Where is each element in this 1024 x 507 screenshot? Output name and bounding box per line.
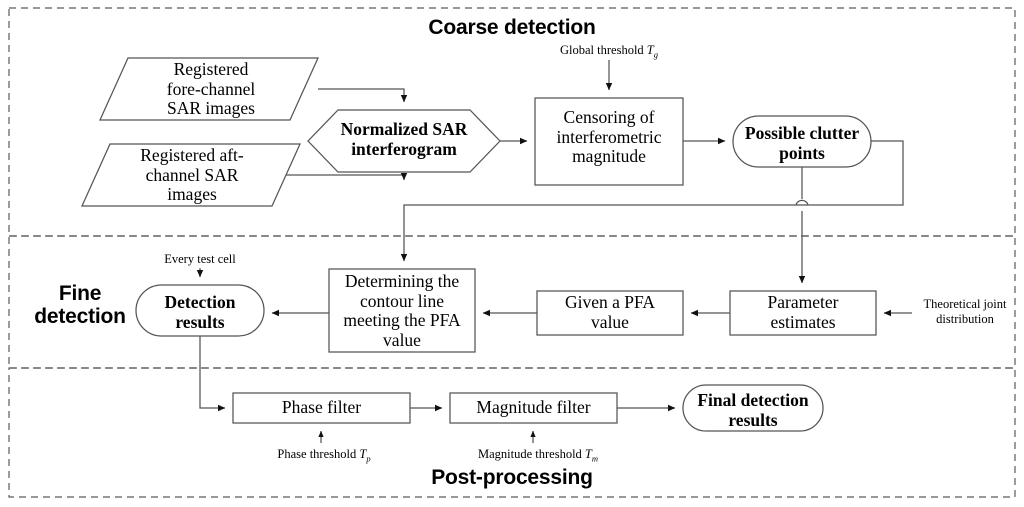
annotation-global-threshold-subscript: g	[653, 49, 658, 60]
node-label-fore-images: Registered fore-channel SAR images	[166, 59, 256, 119]
annotation-phase-threshold-text: Phase threshold	[277, 447, 357, 461]
edge-aft-to-interferogram	[286, 172, 408, 181]
node-label-final-detection-results: Final detection results	[697, 390, 809, 430]
node-shape-fore-images	[99, 57, 319, 121]
edge-detection-to-phasefilter	[199, 336, 226, 412]
annotation-magnitude-threshold-symbol: T	[584, 447, 592, 461]
node-shape-determining-contour	[328, 268, 476, 353]
node-label-aft-images: Registered aft- channel SAR images	[140, 145, 244, 205]
section-title-fine: Fine detection	[34, 282, 126, 328]
annotation-global-threshold: Global threshold Tg	[529, 43, 689, 60]
node-label-parameter-estimates: Parameter estimates	[767, 292, 839, 332]
node-label-detection-results: Detection results	[164, 292, 236, 332]
section-border-coarse	[8, 7, 1016, 237]
node-label-magnitude-filter: Magnitude filter	[476, 397, 591, 417]
section-title-post: Post-processing	[431, 466, 593, 489]
annotation-phase-threshold-symbol: T	[359, 447, 367, 461]
section-border-fine	[8, 235, 1016, 369]
node-shape-final-detection-results	[682, 384, 824, 432]
annotation-magnitude-threshold-subscript: m	[591, 453, 599, 464]
edge-clutter-to-determining	[400, 140, 904, 262]
annotation-phase-threshold-subscript: p	[366, 453, 371, 464]
node-shape-aft-images	[81, 143, 301, 207]
node-label-given-pfa: Given a PFA value	[564, 292, 656, 332]
node-shape-normalized-interferogram	[307, 109, 501, 173]
node-label-phase-filter: Phase filter	[281, 397, 362, 417]
node-label-determining-contour: Determining the contour line meeting the…	[343, 271, 461, 350]
annotation-every-test-cell: Every test cell	[164, 252, 236, 266]
node-label-censoring: Censoring of interferometric magnitude	[556, 107, 662, 167]
annotation-phase-threshold: Phase threshold Tp	[244, 447, 404, 464]
node-label-normalized-interferogram: Normalized SAR interferogram	[340, 119, 468, 159]
node-label-possible-clutter-points: Possible clutter points	[744, 123, 860, 163]
annotation-magnitude-threshold-text: Magnitude threshold	[477, 447, 582, 461]
annotation-theoretical-joint-distribution: Theoretical joint distribution	[923, 297, 1007, 327]
section-border-post	[8, 367, 1016, 498]
edge-linehop-jumper	[795, 199, 809, 206]
section-title-coarse: Coarse detection	[428, 16, 596, 39]
annotation-global-threshold-symbol: T	[646, 43, 654, 57]
edge-fore-to-interferogram	[318, 88, 408, 103]
annotation-magnitude-threshold: Magnitude threshold Tm	[443, 447, 633, 464]
annotation-global-threshold-text: Global threshold	[560, 43, 644, 57]
